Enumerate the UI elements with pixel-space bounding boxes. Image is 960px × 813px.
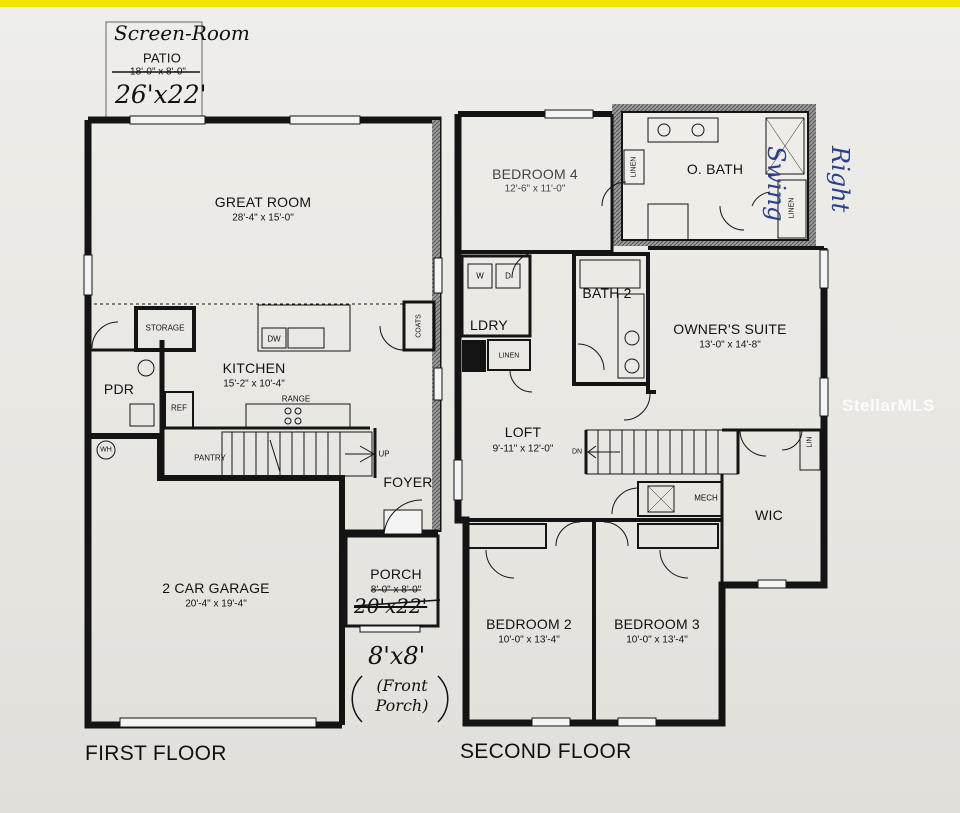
coats-label: COATS — [415, 314, 423, 338]
handwritten-porch-new-dim: 8'x8' — [368, 642, 426, 670]
handwritten-porch-crossed: 20'x22' — [354, 594, 428, 618]
ff-exterior-wall-left — [84, 120, 342, 729]
handwritten-front-porch: (Front Porch) — [375, 676, 429, 715]
foyer-label: FOYER — [383, 474, 433, 490]
window — [453, 459, 463, 501]
ldry-label: LDRY — [470, 317, 508, 333]
window — [544, 109, 594, 119]
up-label: UP — [378, 449, 390, 459]
porch-strikethrough — [353, 599, 441, 607]
window — [129, 115, 206, 125]
handwritten-patio-new-dim: 26'x22' — [115, 80, 207, 109]
dn-label: DN — [571, 448, 583, 456]
storage-closet — [134, 306, 196, 352]
stellarmls-watermark: StellarMLS — [842, 396, 935, 415]
handwritten-right-swing: Right Swing — [762, 146, 854, 222]
washer-label: W — [476, 271, 484, 281]
bedroom2-label: BEDROOM 2 — [486, 616, 572, 632]
kitchen-label: KITCHEN — [222, 360, 286, 376]
loft-label: LOFT — [504, 424, 542, 440]
window — [289, 115, 361, 125]
window — [819, 249, 829, 289]
porch-dim: 8'-0" x 8'-0" — [370, 584, 422, 596]
handwritten-screen-room: Screen-Room — [114, 21, 250, 45]
patio-label: PATIO — [142, 50, 182, 66]
window — [433, 367, 443, 401]
mech-room — [637, 481, 723, 517]
dryer-label: D — [505, 271, 511, 281]
wic-label: WIC — [755, 507, 783, 523]
ff-hatched-wall — [432, 120, 440, 530]
bedroom2-dim: 10'-0" x 13'-4" — [498, 634, 560, 646]
window — [531, 717, 571, 727]
ref-label: REF — [171, 403, 187, 413]
garage-dim: 20'-4" x 19'-4" — [185, 598, 247, 610]
great-room-label: GREAT ROOM — [214, 194, 312, 210]
lin-label: LIN — [806, 436, 814, 448]
porch-label: PORCH — [370, 566, 422, 582]
laundry-room — [460, 254, 532, 338]
range-label: RANGE — [281, 394, 311, 404]
first-floor-title: FIRST FLOOR — [85, 742, 227, 765]
wh-label: WH — [100, 446, 112, 454]
window — [819, 377, 829, 417]
pantry-label: PANTRY — [194, 453, 226, 463]
window — [83, 254, 93, 296]
window — [757, 579, 787, 589]
bath2-label: BATH 2 — [582, 285, 632, 301]
garage-label: 2 CAR GARAGE — [162, 580, 270, 596]
storage-label: STORAGE — [145, 323, 185, 333]
obath — [621, 111, 809, 241]
bedroom4-label: BEDROOM 4 — [492, 166, 578, 182]
second-floor-title: SECOND FLOOR — [460, 740, 632, 763]
first-floor-plan — [83, 21, 443, 729]
pdr-label: PDR — [103, 381, 135, 397]
obath-label: O. BATH — [686, 161, 744, 177]
second-floor-plan — [453, 104, 829, 727]
window — [617, 717, 657, 727]
owners-suite-dim: 13'-0" x 14'-8" — [699, 339, 761, 351]
great-room-dim: 28'-4" x 15'-0" — [232, 212, 294, 224]
bedroom4-dim: 12'-6" x 11'-0" — [504, 183, 566, 195]
yellow-edge — [0, 0, 960, 7]
linen-top-label: LINEN — [630, 156, 638, 178]
bath2-wall — [572, 252, 650, 386]
loft-dim: 9'-11" x 12'-0" — [492, 443, 554, 455]
window — [433, 257, 443, 294]
linen-ldry-label: LINEN — [498, 352, 520, 360]
garage-door — [119, 717, 317, 728]
patio-dim: 18'-0" x 8'-0" — [130, 66, 186, 78]
dw-label: DW — [267, 334, 281, 344]
mech-label: MECH — [694, 493, 718, 503]
ff-exterior-wall-top-right — [88, 116, 442, 532]
bedroom3-label: BEDROOM 3 — [614, 616, 700, 632]
bedroom3-dim: 10'-0" x 13'-4" — [626, 634, 688, 646]
kitchen-dim: 15'-2" x 10'-4" — [223, 378, 285, 390]
owners-suite-label: OWNER'S SUITE — [673, 321, 787, 337]
